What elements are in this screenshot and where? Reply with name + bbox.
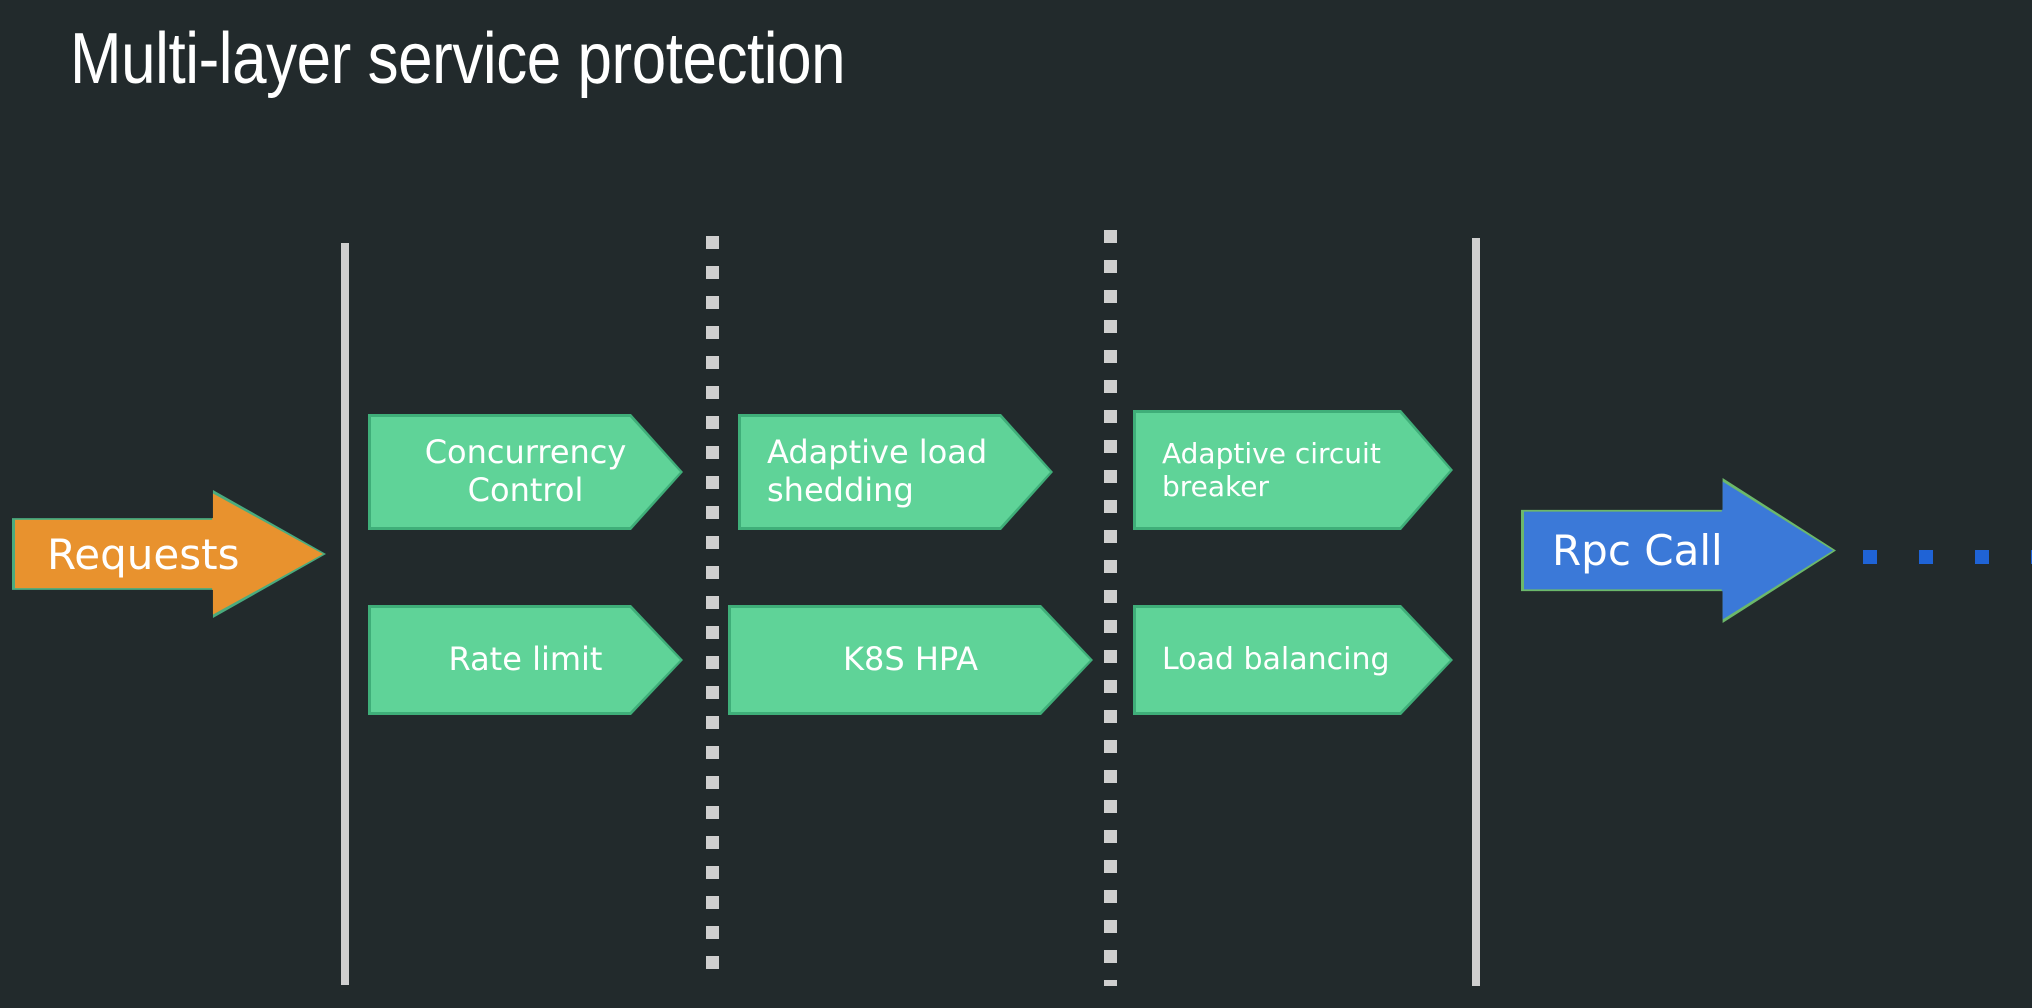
rpc-call-arrow[interactable]: Rpc Call xyxy=(1521,478,1836,623)
stage-3-bottom-arrow[interactable]: Load balancing xyxy=(1133,605,1453,715)
rpc-trail-dot xyxy=(1919,550,1933,564)
divider-stage-split-2 xyxy=(1104,230,1117,986)
requests-arrow-label: Requests xyxy=(47,529,240,579)
stage-1-top-arrow[interactable]: Concurrency Control xyxy=(368,414,683,530)
divider-boundary-right xyxy=(1472,238,1480,986)
stage-2-bottom-label: K8S HPA xyxy=(842,640,979,679)
rpc-trail-dot xyxy=(1975,550,1989,564)
page-title: Multi-layer service protection xyxy=(70,19,846,99)
stage-3-top-label: Adaptive circuit breaker xyxy=(1162,436,1381,503)
stage-2-top-arrow[interactable]: Adaptive load shedding xyxy=(738,414,1053,530)
divider-stage-split-1 xyxy=(706,236,719,986)
stage-3-top-arrow[interactable]: Adaptive circuit breaker xyxy=(1133,410,1453,530)
stage-2-bottom-arrow[interactable]: K8S HPA xyxy=(728,605,1093,715)
divider-boundary-left xyxy=(341,243,349,985)
rpc-trail-dot xyxy=(1863,550,1877,564)
rpc-trail-dots xyxy=(1863,550,2032,564)
stage-1-top-label: Concurrency Control xyxy=(424,433,627,509)
stage-1-bottom-arrow[interactable]: Rate limit xyxy=(368,605,683,715)
requests-arrow[interactable]: Requests xyxy=(12,490,326,618)
stage-3-bottom-label: Load balancing xyxy=(1162,642,1390,678)
stage-2-top-label: Adaptive load shedding xyxy=(767,433,988,509)
stage-1-bottom-label: Rate limit xyxy=(448,640,603,679)
rpc-call-arrow-label: Rpc Call xyxy=(1552,526,1723,575)
